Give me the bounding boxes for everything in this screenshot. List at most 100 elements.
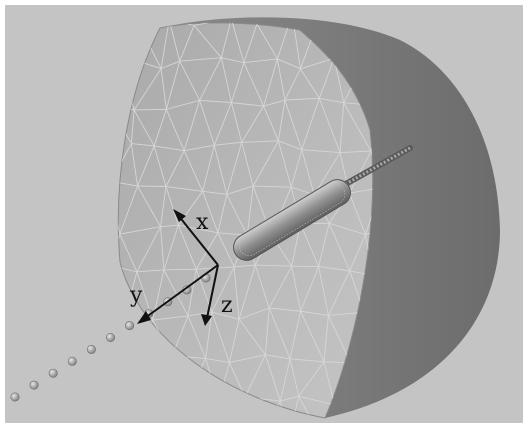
mesh-edge xyxy=(177,224,197,270)
mesh-edge xyxy=(301,149,315,195)
mesh-edge xyxy=(323,315,329,362)
mesh-edge xyxy=(328,270,351,316)
mesh-edge xyxy=(187,269,197,317)
mesh-edge xyxy=(137,185,161,227)
x-axis-arrowhead xyxy=(173,209,186,222)
mesh-edge xyxy=(160,224,179,228)
mesh-edge xyxy=(165,109,185,151)
hemisphere-face xyxy=(117,22,374,419)
mesh-edge xyxy=(205,311,213,359)
mesh-edge xyxy=(365,187,373,235)
mesh-edge xyxy=(318,98,341,153)
mesh-edge xyxy=(301,98,320,150)
mesh-edge xyxy=(165,61,181,110)
mesh-edge xyxy=(265,354,291,360)
mesh-edge xyxy=(165,186,203,192)
mesh-edge xyxy=(226,194,248,236)
mesh-edge xyxy=(134,108,167,111)
mesh-edge xyxy=(137,145,155,187)
mesh-edge xyxy=(234,264,256,268)
mesh-edge xyxy=(339,150,371,154)
mesh-edge xyxy=(263,99,286,107)
sample-point xyxy=(106,332,116,342)
mesh-edge xyxy=(277,100,286,141)
mesh-edge xyxy=(231,62,245,103)
mesh-edge xyxy=(241,142,254,187)
mesh-edge xyxy=(226,142,243,195)
mesh-edge xyxy=(238,264,256,320)
mesh-edge xyxy=(318,266,329,316)
mesh-edge xyxy=(328,223,351,271)
mesh-edge xyxy=(230,22,245,63)
mesh-edge xyxy=(299,223,320,267)
sample-point xyxy=(125,321,135,331)
mesh-edge xyxy=(318,58,335,99)
mesh-edge xyxy=(238,307,270,320)
mesh-edge xyxy=(133,68,162,111)
mesh-edge xyxy=(343,102,372,152)
mesh-edge xyxy=(254,264,270,309)
feed-cable xyxy=(332,145,413,193)
mesh-edge xyxy=(199,99,232,104)
mesh-edge xyxy=(349,187,373,194)
mesh-edge xyxy=(300,311,325,362)
mesh-edge xyxy=(268,265,293,309)
mesh-edge xyxy=(264,307,270,355)
mesh-edge xyxy=(168,22,181,62)
mesh-edge xyxy=(276,58,286,101)
mesh-edge xyxy=(300,68,320,99)
mesh-edge xyxy=(131,143,155,147)
mesh-edge xyxy=(119,226,161,235)
mesh-edge xyxy=(153,109,167,147)
mesh-edge xyxy=(289,358,300,397)
mesh-edge xyxy=(202,191,219,233)
mesh-edge xyxy=(199,100,215,146)
mesh-edge xyxy=(217,194,228,233)
sample-point xyxy=(48,368,58,378)
mesh-edge xyxy=(183,150,204,192)
mesh-edge xyxy=(233,266,240,320)
mesh-edge xyxy=(226,185,254,195)
mesh-edge xyxy=(246,185,254,236)
mesh-edge xyxy=(300,310,329,316)
mesh-edge xyxy=(348,150,372,194)
sample-point xyxy=(10,392,20,402)
mesh-edge xyxy=(290,149,303,188)
z-axis-arrowhead xyxy=(201,314,212,326)
mesh-edge xyxy=(137,185,167,187)
mesh-edge xyxy=(339,102,345,153)
mesh-edge xyxy=(118,265,138,273)
mesh-edge xyxy=(278,140,302,151)
mesh-edge xyxy=(284,97,320,101)
mesh-edge xyxy=(252,140,279,187)
mesh-edge xyxy=(213,102,232,146)
sample-point xyxy=(29,380,39,390)
mesh-edge xyxy=(211,311,240,320)
mesh-edge xyxy=(199,57,222,101)
mesh-edge xyxy=(165,186,179,226)
mesh-edge xyxy=(277,58,301,70)
z-axis-arrow xyxy=(206,264,219,319)
mesh-edge xyxy=(221,57,244,64)
mesh-edge xyxy=(300,266,320,312)
x-axis-label: x xyxy=(196,210,209,235)
mesh-edge xyxy=(313,152,341,196)
mesh-edge xyxy=(160,22,170,69)
probe-cylinder xyxy=(233,179,351,261)
mesh-edge xyxy=(263,105,279,142)
mesh-edge xyxy=(169,22,195,26)
mesh-edge xyxy=(193,25,222,58)
mesh-edge xyxy=(349,234,366,271)
mesh-edge xyxy=(187,315,207,359)
mesh-edge xyxy=(323,361,335,405)
mesh-edge xyxy=(130,109,135,144)
mesh-edge xyxy=(284,99,303,150)
mesh-edge xyxy=(329,222,366,236)
mesh-edge xyxy=(220,57,232,103)
mesh-edge xyxy=(119,233,138,273)
mesh-edge xyxy=(214,141,242,146)
mesh-edge xyxy=(160,186,167,227)
mesh-edge xyxy=(217,232,235,268)
mesh-edge xyxy=(153,145,167,187)
mesh-edge xyxy=(300,57,335,70)
